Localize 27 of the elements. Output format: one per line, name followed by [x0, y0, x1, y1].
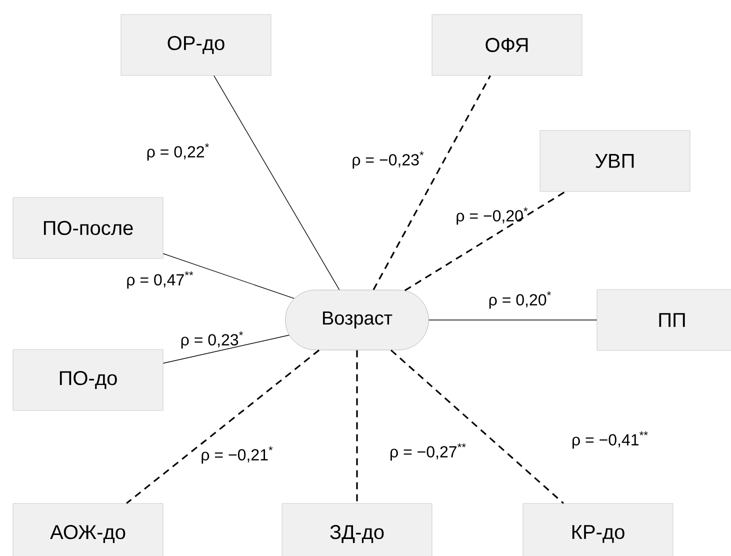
variable-box: ПП — [596, 289, 731, 351]
variable-box: ПО-до — [12, 349, 164, 411]
variable-box: АОЖ-до — [12, 503, 164, 556]
edge-label: ρ = 0,47$^{**}$ — [127, 271, 194, 289]
edge-label: ρ = 0,22$^{*}$ — [147, 143, 209, 161]
variable-box: ПО-после — [12, 197, 164, 259]
variable-box: ОФЯ — [432, 14, 582, 76]
connector-line — [356, 350, 358, 504]
hub-node: Возраст — [285, 290, 429, 350]
edge-label: ρ = 0,23$^{*}$ — [181, 331, 243, 349]
connector-line — [126, 350, 320, 504]
edge-label: ρ = 0,20$^{*}$ — [489, 291, 551, 309]
edge-label: ρ = −0,21$^{*}$ — [202, 446, 273, 464]
connector-line — [390, 350, 564, 504]
variable-box: ЗД-до — [282, 503, 432, 556]
variable-box: КР-до — [522, 503, 674, 556]
connector-line — [162, 253, 294, 299]
connector-line — [162, 334, 290, 364]
connector-line — [372, 75, 491, 290]
variable-box: УВП — [540, 130, 690, 192]
edge-label: ρ = −0,20$^{*}$ — [456, 207, 528, 225]
connector-line — [214, 75, 340, 290]
edge-label: ρ = −0,41$^{**}$ — [572, 431, 648, 449]
edge-label: ρ = −0,27$^{**}$ — [390, 443, 466, 461]
variable-box: ОР-до — [120, 14, 272, 76]
connector-line — [404, 191, 566, 292]
edge-label: ρ = −0,23$^{*}$ — [352, 151, 424, 169]
